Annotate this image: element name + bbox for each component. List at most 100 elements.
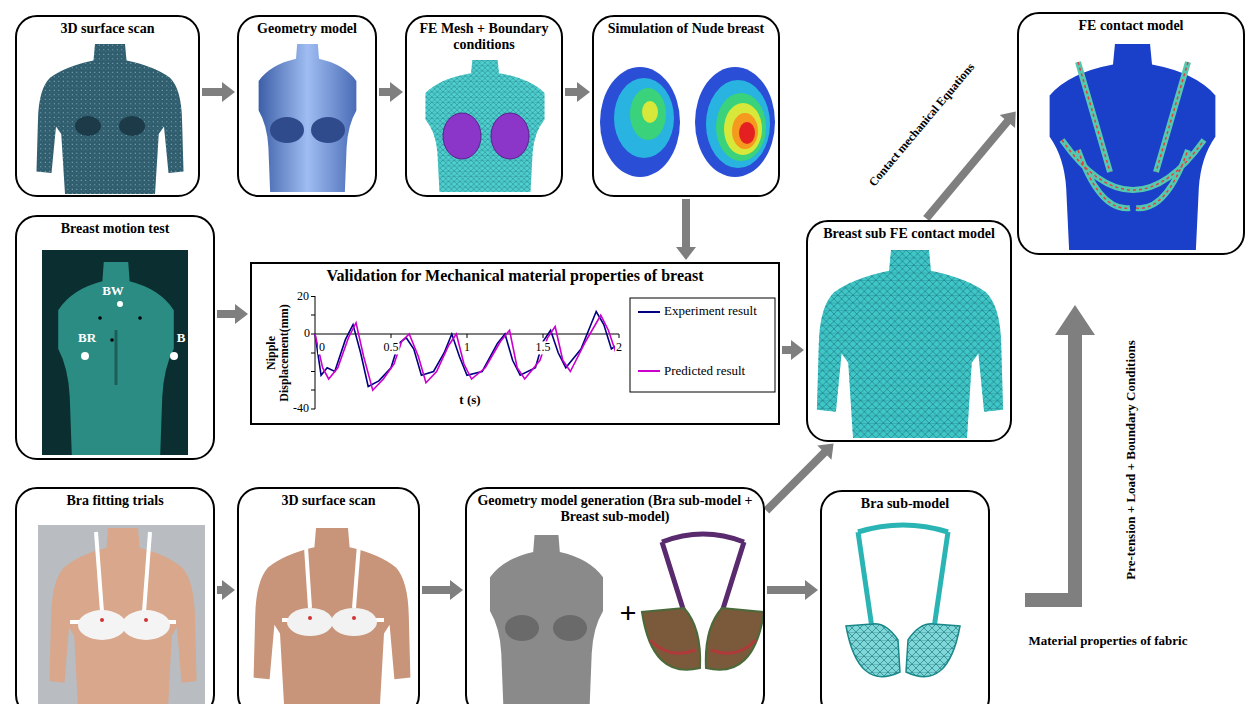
bra-cup xyxy=(331,608,377,636)
bra-cup-mesh xyxy=(906,624,960,677)
contour-band xyxy=(739,122,755,144)
axis-title: t (s) xyxy=(458,393,481,407)
arrow-head xyxy=(817,443,833,459)
motion-torso xyxy=(58,262,174,455)
process-box: Geometry model xyxy=(237,15,377,197)
arrow-label: Pre-tension + Load + Boundary Conditions xyxy=(1124,340,1138,580)
experiment-curve xyxy=(315,312,619,387)
scan-torso xyxy=(254,528,411,704)
input-arrow xyxy=(1025,305,1095,607)
box-title: Geometry model xyxy=(239,17,375,37)
arrow-head xyxy=(676,247,696,260)
marker-dot xyxy=(144,618,148,622)
legend-text: Predicted result xyxy=(664,363,745,378)
marker-dot xyxy=(117,301,123,307)
marker-dot xyxy=(308,616,312,620)
arrow-head xyxy=(791,340,804,360)
box-title: Breast motion test xyxy=(17,217,213,237)
arrow-head xyxy=(805,580,818,600)
tick-label: 0 xyxy=(304,327,310,340)
sternum-shadow xyxy=(115,330,118,385)
process-box: Breast sub FE contact model xyxy=(806,220,1012,442)
stress-marking xyxy=(1062,62,1204,208)
contour-band xyxy=(706,80,770,168)
box-title: FE contact model xyxy=(1019,14,1243,34)
box-title: Breast sub FE contact model xyxy=(808,222,1010,242)
box-title: 3D surface scan xyxy=(239,489,418,509)
tick-label: 1 xyxy=(463,341,471,354)
bra-cup xyxy=(122,610,170,640)
marker-label: B xyxy=(177,331,186,345)
legend-entry: Experiment result xyxy=(664,304,764,318)
arrow-head xyxy=(222,580,235,600)
process-box: Bra sub-model xyxy=(820,490,990,704)
contact-torso xyxy=(1050,44,1216,250)
scan-torso xyxy=(37,44,184,194)
arrow-shaft xyxy=(202,88,223,96)
motion-photo xyxy=(42,250,188,455)
contour-band xyxy=(630,88,666,140)
flow-arrow xyxy=(782,340,804,360)
arrow-shaft xyxy=(217,310,236,318)
legend-line-sample xyxy=(638,370,660,372)
marker-label: BR xyxy=(78,331,96,345)
bra-strap xyxy=(662,534,744,612)
marker-dot xyxy=(81,352,89,360)
contour-breast xyxy=(695,67,775,177)
box-title: FE Mesh + Boundary conditions xyxy=(407,17,561,53)
legend-frame xyxy=(630,298,775,392)
contour-band xyxy=(732,113,758,149)
arrow-head xyxy=(222,82,235,102)
arrow-head xyxy=(1000,112,1016,128)
bra-cup xyxy=(706,608,764,670)
process-box: FE contact model xyxy=(1017,12,1245,255)
geometry-breast xyxy=(311,117,345,143)
geometry-breast xyxy=(270,117,304,143)
arrow-shaft xyxy=(379,88,391,96)
marker-label: BW xyxy=(102,284,124,298)
marker-dot xyxy=(100,618,104,622)
plus-sign: + xyxy=(619,596,636,629)
input-label: Material properties of fabric xyxy=(1029,634,1188,648)
process-box: 3D surface scan xyxy=(237,487,420,704)
predicted-curve xyxy=(315,315,619,390)
bra-strap xyxy=(1062,62,1204,208)
arrow-head xyxy=(390,82,403,102)
mesh-torso xyxy=(426,60,545,192)
arrow-shaft xyxy=(766,452,825,511)
bra-strap xyxy=(282,532,384,620)
flow-arrow xyxy=(676,199,696,260)
flow-arrow xyxy=(379,82,403,102)
breast-mesh-region xyxy=(491,113,529,159)
breast-mesh-region xyxy=(443,113,481,159)
bra-cup-mesh xyxy=(846,624,900,677)
legend-entry: Predicted result xyxy=(664,364,764,378)
arrow-shaft xyxy=(565,88,578,96)
axis-tick xyxy=(311,297,619,410)
arrow-head xyxy=(450,580,463,600)
flow-arrow xyxy=(766,443,833,510)
scan-breast xyxy=(75,116,101,136)
arrow-shaft xyxy=(422,586,451,594)
breast-shading xyxy=(553,615,587,641)
box-title: Simulation of Nude breast xyxy=(594,17,778,37)
geometry-torso xyxy=(259,44,357,192)
flow-arrow xyxy=(217,580,235,600)
arrow-head xyxy=(235,304,248,324)
marker-dot xyxy=(110,338,114,342)
box-title: 3D surface scan xyxy=(17,17,198,37)
tick-label: 1.5 xyxy=(535,341,552,354)
edge-label: Contact mechanical Equations xyxy=(867,61,978,190)
box-title: Geometry model generation (Bra sub-model… xyxy=(467,489,763,525)
tick-label: 0 xyxy=(318,341,326,354)
scan-breast xyxy=(119,116,145,136)
fitting-torso xyxy=(50,528,197,704)
box-title: Bra sub-model xyxy=(822,492,988,512)
arrow-shaft xyxy=(926,121,1008,219)
marker-dot xyxy=(138,316,142,320)
process-box: Simulation of Nude breast xyxy=(592,15,780,197)
flow-arrow xyxy=(767,580,818,600)
marker-dot xyxy=(352,616,356,620)
mesh-overlay xyxy=(846,624,900,677)
process-box: FE Mesh + Boundary conditions xyxy=(405,15,563,197)
